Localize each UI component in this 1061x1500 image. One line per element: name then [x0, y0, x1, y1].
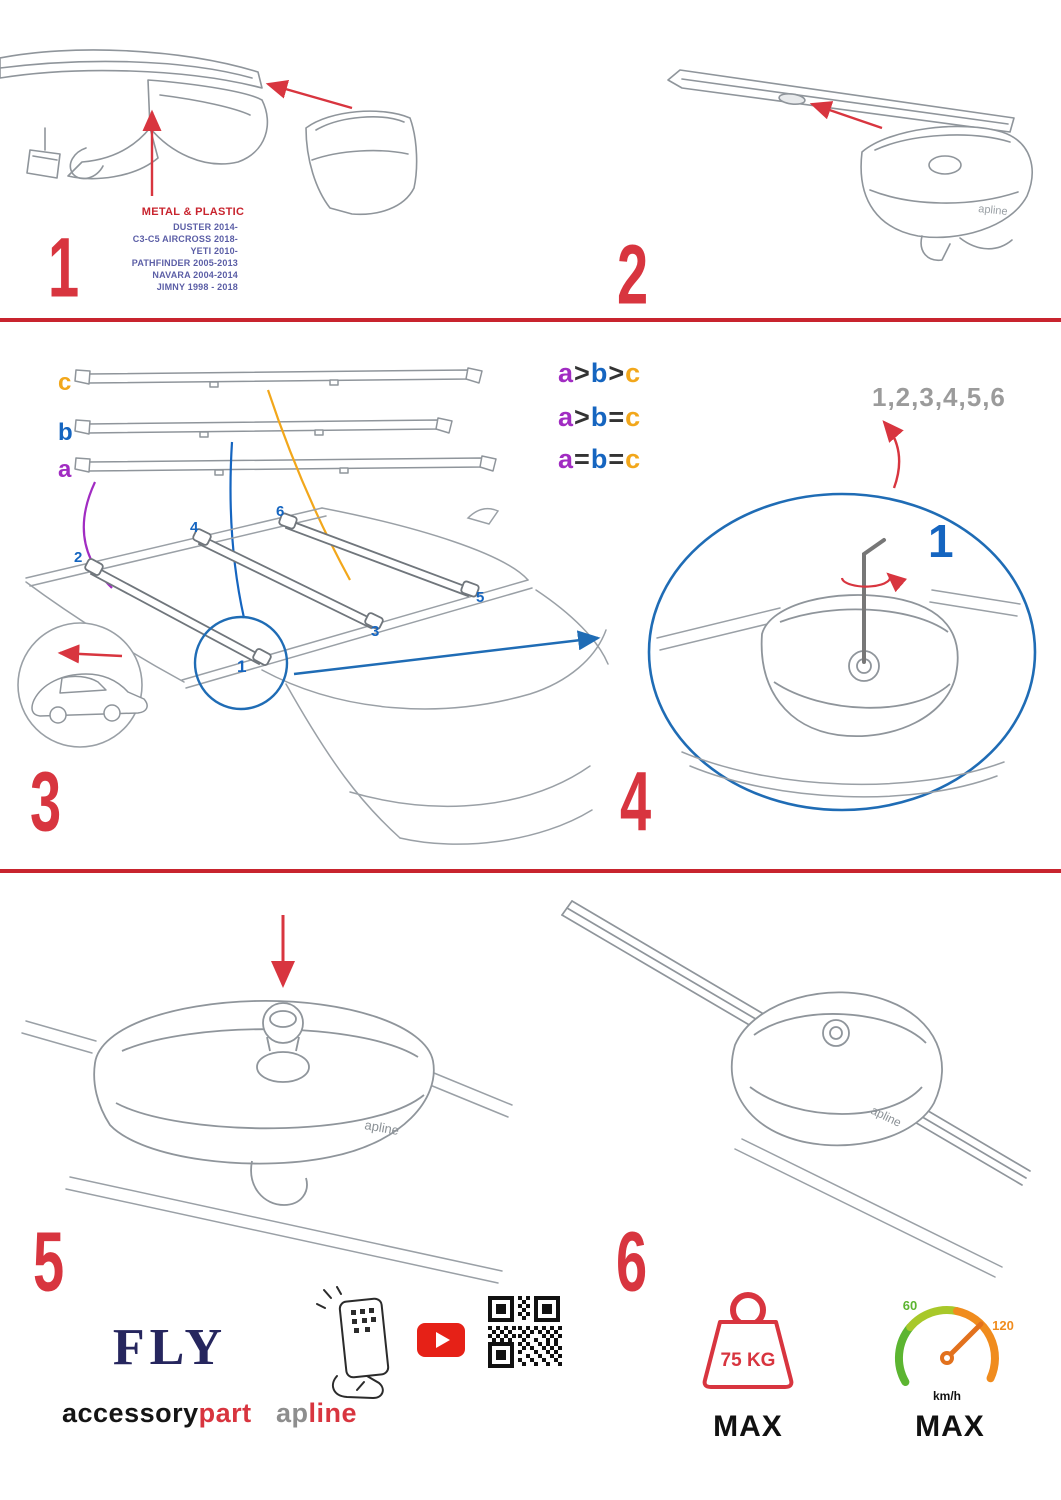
model-line: DUSTER 2014-	[173, 222, 238, 232]
weight-value: 75 KG	[721, 1350, 776, 1371]
position-4: 4	[190, 519, 199, 536]
formula-c: c	[625, 402, 642, 432]
rail-lines	[21, 1020, 513, 1284]
size-formula-1: a>b>c	[558, 358, 641, 389]
weight-limit-icon: 75 KG	[702, 1292, 794, 1389]
step4-tighten-diagram	[647, 420, 1037, 812]
material-label: METAL & PLASTIC	[141, 206, 245, 218]
formula-op: >	[608, 358, 626, 388]
formula-c: c	[625, 444, 642, 474]
size-formula-3: a=b=c	[558, 444, 641, 475]
formula-op: >	[574, 358, 591, 388]
step5-knob-diagram: apline	[21, 915, 513, 1284]
bar-label-b: b	[58, 419, 73, 446]
sequence-arrow	[882, 420, 904, 489]
step1-number: 1	[48, 220, 79, 315]
step2-bar-slot-diagram: apline	[667, 69, 1033, 261]
apline-logo: apline	[276, 1398, 357, 1429]
speedometer-needle	[944, 1321, 984, 1361]
formula-a: a	[558, 444, 575, 474]
bar-brand-text: apline	[978, 203, 1008, 218]
weight-max-label: MAX	[713, 1410, 783, 1443]
bars-abc-drawing	[74, 367, 497, 476]
line-text: line	[308, 1398, 358, 1428]
position-3: 3	[371, 623, 379, 640]
part-text: part	[198, 1398, 252, 1428]
qr-code	[486, 1294, 562, 1370]
formula-b: b	[590, 444, 609, 474]
rotate-arrow	[840, 572, 908, 593]
accessory-text: accessory	[62, 1398, 199, 1428]
position-5: 5	[476, 589, 484, 606]
speed-max-label: MAX	[915, 1410, 985, 1443]
position-2: 2	[74, 549, 82, 566]
formula-a: a	[558, 358, 575, 388]
model-line: YETI 2010-	[190, 246, 238, 256]
bar-brand-text: apline	[363, 1117, 400, 1138]
speed-limit-icon: 60 120 km/h	[894, 1298, 1014, 1403]
rail-lines	[656, 589, 1021, 798]
position-6: 6	[276, 503, 284, 520]
step5-number: 5	[33, 1214, 64, 1309]
bar-label-a: a	[58, 456, 72, 483]
play-triangle-icon	[435, 1332, 450, 1348]
vehicle-model-list: DUSTER 2014- C3-C5 AIRCROSS 2018- YETI 2…	[86, 221, 238, 293]
speed-unit: km/h	[933, 1389, 961, 1403]
formula-b: b	[590, 358, 609, 388]
zoom-circle	[647, 492, 1037, 812]
formula-b: b	[590, 402, 609, 432]
step2-red-arrow	[809, 101, 883, 130]
speed-high-value: 120	[992, 1318, 1014, 1333]
mounted-crossbars	[84, 512, 480, 666]
model-line: PATHFINDER 2005-2013	[131, 258, 238, 268]
step1-clamp-diagram	[0, 49, 418, 216]
foot-pad-drawing	[760, 594, 959, 737]
crossbar-foot-drawing	[0, 49, 418, 216]
position-1-highlight-circle	[193, 615, 289, 711]
tightening-sequence: 1,2,3,4,5,6	[872, 382, 1006, 412]
formula-a: a	[558, 402, 575, 432]
zoom-pointer-arrow	[293, 630, 601, 676]
bar-end-drawing	[667, 69, 1033, 261]
phone-qr-pixels	[351, 1308, 376, 1333]
youtube-icon	[417, 1323, 465, 1357]
formula-c: c	[625, 358, 642, 388]
step3-number: 3	[30, 754, 61, 849]
model-line: JIMNY 1998 - 2018	[156, 282, 238, 292]
step6-number: 6	[616, 1214, 647, 1309]
accessorypart-logo: accessorypart	[62, 1398, 252, 1429]
foot-pad-drawing	[93, 1000, 435, 1206]
section-divider	[0, 869, 1061, 873]
car-direction-inset	[17, 622, 148, 748]
model-line: C3-C5 AIRCROSS 2018-	[132, 234, 238, 244]
section-divider	[0, 318, 1061, 322]
tool-step-number: 1	[928, 515, 954, 567]
position-1: 1	[237, 657, 246, 676]
speed-low-value: 60	[903, 1298, 917, 1313]
formula-op: >	[574, 402, 591, 432]
ap-text: ap	[276, 1398, 309, 1428]
size-formula-2: a>b=c	[558, 402, 641, 433]
rail-lines	[734, 1138, 1003, 1278]
foot-pad-drawing	[730, 991, 943, 1147]
formula-op: =	[608, 444, 626, 474]
model-line: NAVARA 2004-2014	[152, 270, 238, 280]
bar-label-c: c	[58, 369, 71, 396]
fly-logo: FLY	[112, 1319, 228, 1376]
step2-number: 2	[617, 227, 648, 322]
step1-red-arrows	[142, 80, 353, 196]
step4-number: 4	[620, 754, 651, 849]
step6-mounted-diagram: apline	[561, 900, 1031, 1278]
allen-key-drawing	[862, 538, 886, 664]
phone-scan-icon	[316, 1286, 390, 1400]
formula-op: =	[608, 402, 626, 432]
formula-op: =	[574, 444, 591, 474]
step3-roof-layout-diagram: c b a	[17, 367, 609, 845]
position-numbers: 2 4 6 3 5 1	[74, 503, 484, 676]
